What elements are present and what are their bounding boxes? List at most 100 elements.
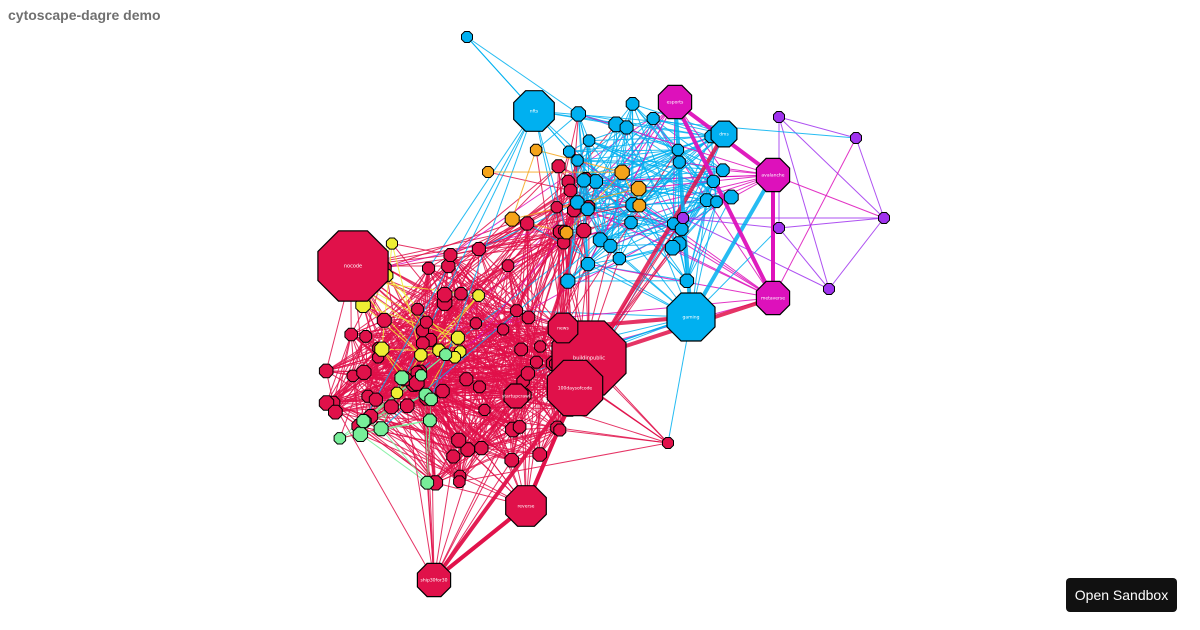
graph-node[interactable]: [521, 310, 536, 325]
graph-node[interactable]: [451, 432, 467, 448]
node-reverse[interactable]: [505, 485, 547, 527]
graph-node[interactable]: [580, 202, 595, 217]
graph-node[interactable]: [501, 259, 515, 272]
graph-node[interactable]: [582, 134, 596, 147]
graph-node[interactable]: [376, 312, 392, 328]
graph-node[interactable]: [469, 317, 482, 330]
graph-node[interactable]: [646, 112, 660, 126]
graph-node[interactable]: [563, 183, 578, 198]
graph-node[interactable]: [672, 155, 686, 169]
graph-node[interactable]: [453, 475, 466, 488]
graph-node[interactable]: [632, 198, 647, 213]
graph-node[interactable]: [482, 166, 494, 178]
graph-node[interactable]: [394, 370, 410, 386]
graph-node[interactable]: [473, 380, 486, 394]
graph-node[interactable]: [823, 283, 835, 295]
graph-node[interactable]: [356, 364, 372, 380]
node-news[interactable]: [547, 312, 579, 344]
graph-node[interactable]: [414, 348, 428, 362]
graph-node[interactable]: [612, 252, 626, 266]
graph-node[interactable]: [560, 273, 576, 289]
graph-node[interactable]: [624, 215, 638, 230]
node-metaverse[interactable]: [755, 280, 791, 316]
graph-node[interactable]: [514, 342, 528, 357]
graph-node[interactable]: [534, 340, 547, 353]
graph-node[interactable]: [443, 248, 458, 262]
graph-node[interactable]: [530, 355, 543, 369]
graph-node[interactable]: [664, 240, 681, 256]
graph-node[interactable]: [359, 330, 373, 343]
graph-node[interactable]: [773, 111, 785, 123]
graph-node[interactable]: [420, 475, 435, 490]
graph-node[interactable]: [723, 189, 739, 205]
graph-node[interactable]: [619, 120, 634, 135]
graph-node[interactable]: [520, 366, 535, 381]
graph-node[interactable]: [478, 403, 491, 416]
graph-node[interactable]: [614, 164, 630, 180]
graph-node[interactable]: [415, 369, 428, 382]
graph-node[interactable]: [472, 289, 485, 302]
graph-node[interactable]: [385, 237, 398, 250]
graph-node[interactable]: [423, 413, 437, 428]
graph-node[interactable]: [400, 398, 415, 414]
node-dms[interactable]: [710, 120, 738, 148]
graph-node[interactable]: [679, 273, 695, 288]
node-100daysofcode[interactable]: [546, 359, 604, 417]
graph-node[interactable]: [677, 212, 689, 224]
graph-node[interactable]: [550, 201, 563, 214]
graph-node[interactable]: [446, 449, 461, 464]
graph-node[interactable]: [411, 302, 424, 316]
graph-node[interactable]: [710, 195, 723, 209]
graph-node[interactable]: [424, 392, 438, 407]
graph-node[interactable]: [576, 223, 592, 239]
graph-node[interactable]: [459, 372, 474, 387]
node-ship30for30[interactable]: [416, 562, 452, 598]
open-sandbox-button[interactable]: Open Sandbox: [1066, 578, 1177, 612]
graph-node[interactable]: [699, 193, 714, 207]
graph-node[interactable]: [576, 173, 591, 188]
graph-node[interactable]: [422, 261, 436, 275]
graph-node[interactable]: [416, 336, 430, 350]
graph-node[interactable]: [580, 257, 596, 272]
graph-node[interactable]: [706, 174, 720, 188]
graph-node[interactable]: [504, 211, 520, 227]
graph-node[interactable]: [529, 143, 543, 157]
node-esports[interactable]: [657, 84, 693, 120]
graph-node[interactable]: [571, 154, 584, 167]
graph-node[interactable]: [570, 106, 586, 122]
node-gaming[interactable]: [666, 292, 716, 342]
graph-node[interactable]: [439, 348, 453, 361]
graph-node[interactable]: [318, 395, 335, 411]
graph-node[interactable]: [630, 180, 647, 197]
graph-node[interactable]: [559, 225, 574, 240]
graph-node[interactable]: [878, 212, 890, 224]
graph-node[interactable]: [625, 97, 640, 111]
graph-node[interactable]: [344, 327, 358, 342]
graph-node[interactable]: [674, 222, 689, 236]
graph-node[interactable]: [368, 392, 383, 407]
node-startupcrawl[interactable]: [503, 383, 529, 409]
graph-node[interactable]: [451, 330, 465, 345]
graph-node[interactable]: [512, 420, 527, 434]
graph-node[interactable]: [551, 159, 566, 174]
graph-node[interactable]: [333, 432, 347, 445]
graph-node[interactable]: [662, 437, 674, 449]
graph-node[interactable]: [563, 145, 576, 158]
graph-node[interactable]: [356, 414, 371, 429]
node-avalanche[interactable]: [755, 157, 791, 193]
graph-node[interactable]: [441, 258, 456, 274]
graph-node[interactable]: [471, 242, 486, 257]
graph-node[interactable]: [437, 286, 453, 303]
graph-node[interactable]: [374, 341, 390, 357]
graph-node[interactable]: [474, 441, 489, 456]
graph-node[interactable]: [318, 363, 334, 379]
graph-node[interactable]: [419, 315, 433, 329]
graph-node[interactable]: [716, 163, 730, 177]
graph-node[interactable]: [510, 304, 524, 318]
graph-node[interactable]: [504, 452, 520, 468]
graph-node[interactable]: [328, 404, 343, 420]
graph-node[interactable]: [497, 323, 510, 336]
graph-node[interactable]: [520, 216, 535, 231]
graph-node[interactable]: [352, 426, 369, 442]
